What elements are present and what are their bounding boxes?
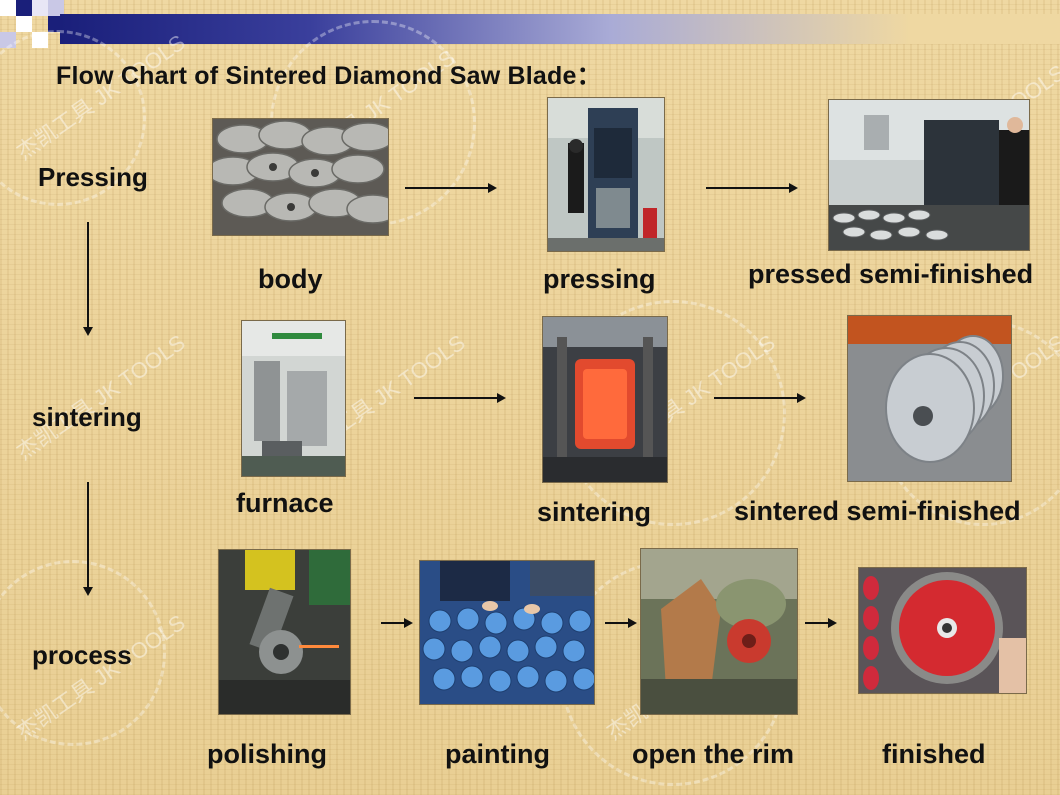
caption-polishing: polishing	[207, 739, 327, 769]
photo-pressing	[547, 97, 665, 252]
right-arrow	[405, 183, 497, 193]
photo-sintering	[542, 316, 668, 483]
page-title: Flow Chart of Sintered Diamond Saw Blade…	[56, 62, 602, 90]
banner-square	[32, 32, 48, 48]
banner-gradient	[60, 14, 1060, 44]
right-arrow	[381, 618, 413, 628]
photo-body	[212, 118, 389, 236]
photo-pressed-semi-finished	[828, 99, 1030, 251]
photo-furnace	[241, 320, 346, 477]
photo-polishing	[218, 549, 351, 715]
caption-sintering: sintering	[537, 497, 652, 527]
caption-finished: finished	[882, 739, 986, 769]
right-arrow	[706, 183, 798, 193]
watermark-text: 杰凯工具 JK TOOLS	[11, 609, 190, 745]
banner-square	[0, 0, 16, 16]
caption-sintered-semi-finished: sintered semi-finished	[734, 496, 1021, 526]
caption-pressing: pressing	[543, 264, 656, 294]
banner-square	[0, 32, 16, 48]
banner-square	[32, 0, 48, 16]
down-arrow	[83, 482, 93, 596]
down-arrow	[83, 222, 93, 336]
caption-painting: painting	[445, 739, 550, 769]
photo-sintered-semi-finished	[847, 315, 1012, 482]
caption-furnace: furnace	[236, 488, 334, 518]
stage-label-process: process	[32, 640, 132, 670]
right-arrow	[605, 618, 637, 628]
stage-label-pressing: Pressing	[38, 162, 148, 192]
caption-open-the-rim: open the rim	[632, 739, 795, 769]
banner-square	[16, 0, 32, 16]
right-arrow	[805, 618, 837, 628]
photo-open-the-rim	[640, 548, 798, 715]
watermark-text: 杰凯工具 JK TOOLS	[11, 329, 190, 465]
right-arrow	[714, 393, 806, 403]
caption-body: body	[258, 264, 323, 294]
stage-label-sintering: sintering	[32, 402, 142, 432]
photo-painting	[419, 560, 595, 705]
banner-square	[48, 0, 64, 16]
photo-finished	[858, 567, 1027, 694]
caption-pressed-semi-finished: pressed semi-finished	[748, 259, 1034, 289]
banner-square	[16, 16, 32, 32]
header-banner	[0, 0, 1060, 48]
right-arrow	[414, 393, 506, 403]
